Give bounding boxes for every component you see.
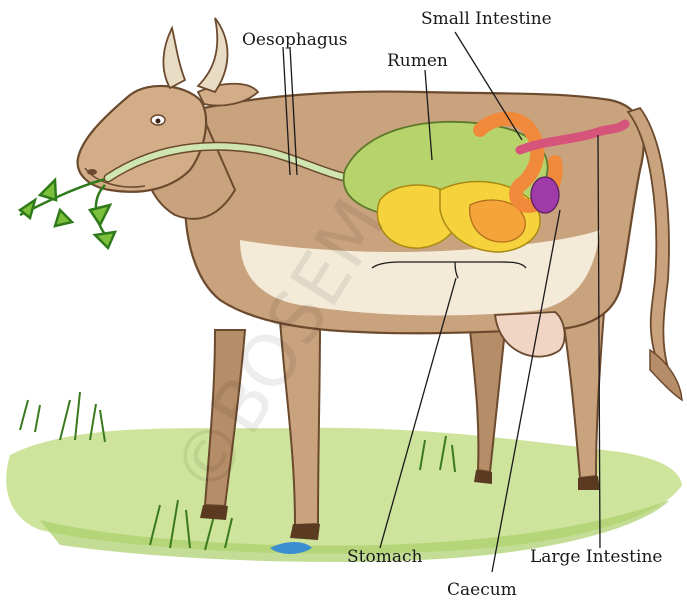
caecum-organ bbox=[531, 177, 559, 213]
cow-udder bbox=[495, 312, 565, 357]
label-small-intestine: Small Intestine bbox=[421, 9, 552, 29]
label-stomach: Stomach bbox=[347, 547, 422, 567]
label-oesophagus: Oesophagus bbox=[242, 30, 347, 50]
grass-in-mouth bbox=[20, 178, 115, 248]
cow-horn-right bbox=[198, 18, 228, 92]
cow-horn-left bbox=[163, 28, 185, 88]
label-caecum: Caecum bbox=[447, 580, 517, 600]
label-large-intestine: Large Intestine bbox=[530, 547, 662, 567]
label-rumen: Rumen bbox=[387, 51, 448, 71]
